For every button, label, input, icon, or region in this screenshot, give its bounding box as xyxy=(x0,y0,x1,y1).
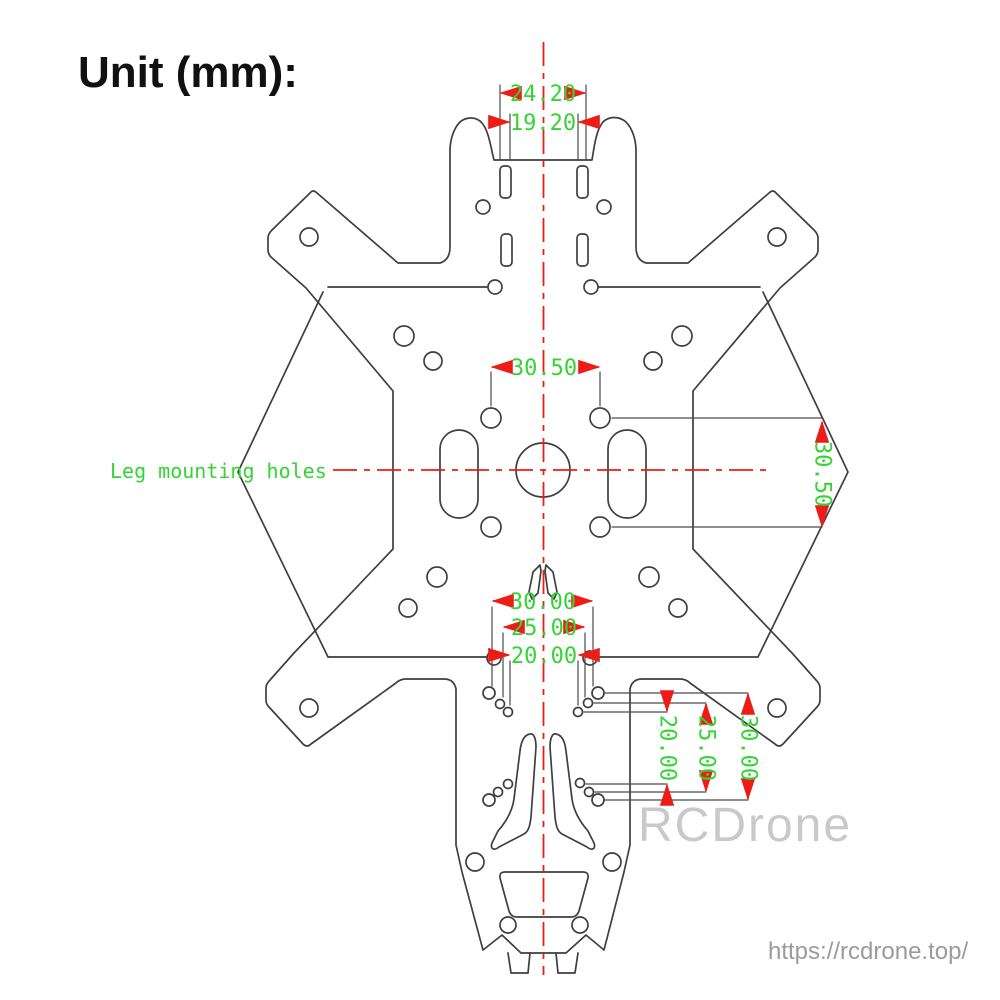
right-center-slot xyxy=(607,429,647,519)
dimension-arrows xyxy=(488,85,830,806)
dim-top-outer: 24.20 xyxy=(510,82,576,107)
bottom-stub-left xyxy=(507,952,531,974)
dim-tail-25: 25.00 xyxy=(694,715,719,781)
extension-lines xyxy=(490,84,823,801)
dimension-labels: 24.20 19.20 30.50 30.50 30.00 25.00 20.0… xyxy=(110,82,835,781)
leg-mounting-holes-label: Leg mounting holes xyxy=(110,459,327,483)
dim-tail-30: 30.00 xyxy=(736,715,761,781)
plate-cutouts xyxy=(299,165,787,934)
dim-center-h: 30.50 xyxy=(511,356,577,381)
dim-top-inner: 19.20 xyxy=(510,111,576,136)
bottom-stub-right xyxy=(555,952,579,974)
centerlines xyxy=(333,42,768,975)
dim-center-v: 30.50 xyxy=(810,441,835,507)
leg-mount-hole xyxy=(487,279,503,295)
plate-outline xyxy=(237,116,849,974)
dim-lower-20: 20.00 xyxy=(511,644,577,669)
right-leg-edge xyxy=(757,291,849,658)
page-title: Unit (mm): xyxy=(78,48,298,97)
leg-mount-hole xyxy=(583,279,599,295)
dim-tail-20: 20.00 xyxy=(655,715,680,781)
dim-lower-25: 25.00 xyxy=(511,616,577,641)
left-center-slot xyxy=(439,429,479,519)
dim-lower-30: 30.00 xyxy=(510,590,576,615)
left-leg-edge xyxy=(237,291,329,658)
watermark: RCDrone xyxy=(638,799,853,852)
site-url: https://rcdrone.top/ xyxy=(768,938,969,965)
